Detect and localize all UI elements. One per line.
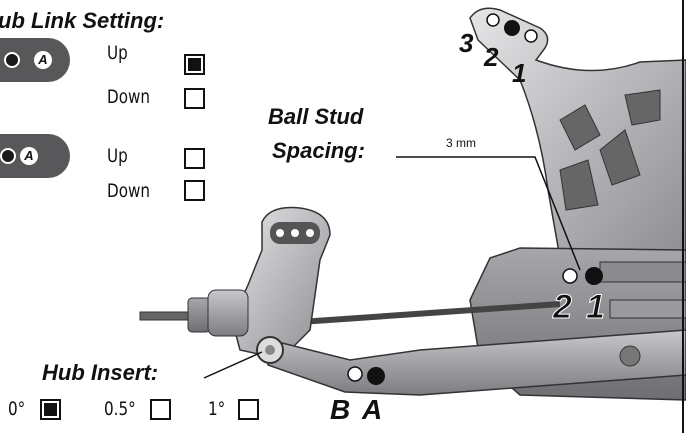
hub-hole xyxy=(306,229,314,237)
wheel-hex xyxy=(187,297,211,333)
chassis-detail xyxy=(609,299,686,319)
ball-stud-title-line2: Spacing: xyxy=(272,138,365,163)
arm-position-a: A xyxy=(362,394,383,425)
ball-stud-callout-line xyxy=(396,156,581,271)
camber-link-rod xyxy=(299,301,561,325)
hub-body xyxy=(207,289,249,337)
hub-link-down-checkbox-1[interactable] xyxy=(184,88,205,109)
arm-hole-selected xyxy=(367,367,385,385)
hub-link-hole xyxy=(4,52,20,68)
ball-stud-position-2: 2 xyxy=(553,288,573,327)
ball-stud-position-1: 1 xyxy=(586,288,606,327)
arm-pivot xyxy=(619,345,641,367)
ball-stud-dimension: 3 mm xyxy=(446,136,476,150)
hub-insert-0-checkbox[interactable] xyxy=(40,399,61,420)
hub-insert-0.5-label: 0.5° xyxy=(104,398,136,420)
tower-position-2: 2 xyxy=(484,42,499,72)
hub-hole xyxy=(291,229,299,237)
hub-link-up-label-1: Up xyxy=(107,42,128,64)
tower-hole xyxy=(524,29,538,43)
ball-stud-hole-selected xyxy=(585,267,603,285)
tower-cutout xyxy=(599,129,641,186)
hub-link-setting-title: ub Link Setting: xyxy=(0,8,165,33)
hub-link-hole-label: A xyxy=(20,147,38,165)
hub-link-down-checkbox-2[interactable] xyxy=(184,180,205,201)
chassis-detail xyxy=(599,261,686,283)
hub-insert-callout-line xyxy=(203,351,263,379)
tower-hole xyxy=(486,13,500,27)
tower-hole-selected xyxy=(504,20,520,36)
hub-insert-0-label: 0° xyxy=(8,398,26,420)
hub-link-up-label-2: Up xyxy=(107,145,128,167)
hub-link-hole-label: A xyxy=(34,51,52,69)
tower-position-1: 1 xyxy=(512,58,527,88)
ball-stud-title-line1: Ball Stud xyxy=(268,104,364,129)
tower-cutout xyxy=(559,159,599,211)
tower-position-3: 3 xyxy=(459,28,474,58)
hub-insert-0.5-checkbox[interactable] xyxy=(150,399,171,420)
ball-stud-hole xyxy=(562,268,578,284)
hub-insert-center xyxy=(265,345,275,355)
arm-position-b: B xyxy=(330,394,351,425)
hub-insert-1-checkbox[interactable] xyxy=(238,399,259,420)
hub-link-down-label-2: Down xyxy=(107,180,151,202)
hub-insert-1-label: 1° xyxy=(208,398,226,420)
hub-hole xyxy=(276,229,284,237)
tower-cutout xyxy=(559,104,601,151)
hub-link-up-checkbox-2[interactable] xyxy=(184,148,205,169)
arm-hole xyxy=(347,366,363,382)
hub-insert-title: Hub Insert: xyxy=(42,360,159,385)
hub-link-down-label-1: Down xyxy=(107,86,151,108)
axle-shaft xyxy=(139,311,191,321)
tower-cutout xyxy=(624,89,661,126)
hub-link-hole xyxy=(0,148,16,164)
hub-link-up-checkbox-1[interactable] xyxy=(184,54,205,75)
